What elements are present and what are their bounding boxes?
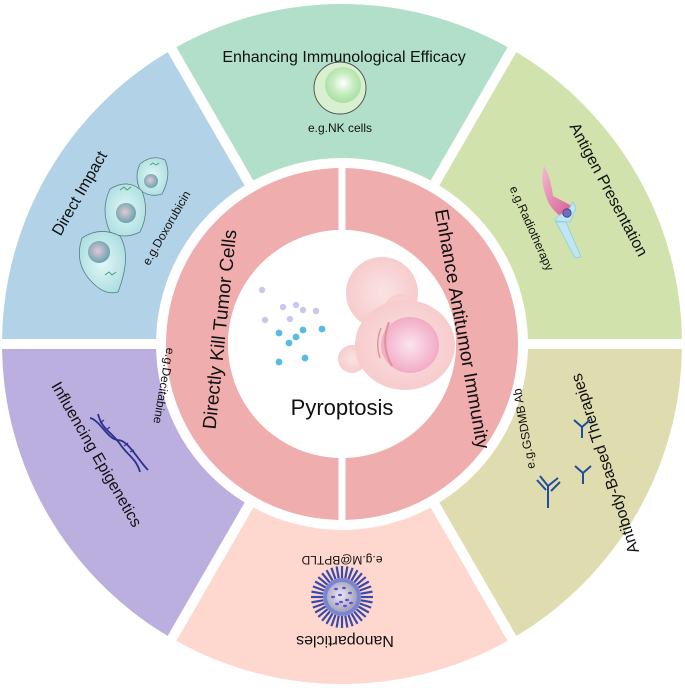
nanoparticle-spike bbox=[325, 569, 334, 582]
nanoparticle-spike bbox=[317, 576, 329, 586]
segment-bottom-example: e.g.M@BPTLD bbox=[301, 553, 382, 567]
tumor-cells-icon bbox=[78, 157, 169, 294]
inner-ring-right bbox=[345, 168, 519, 520]
antigen-presentation-icon bbox=[542, 166, 582, 259]
nanoparticle-spike bbox=[335, 566, 340, 579]
dna-icon bbox=[89, 413, 149, 473]
nanoparticle-spike bbox=[311, 599, 324, 604]
nanoparticle-cargo bbox=[335, 602, 339, 606]
nanoparticle-spike bbox=[330, 567, 337, 580]
nanoparticle-cargo bbox=[349, 601, 353, 605]
nanoparticle-spike bbox=[317, 608, 329, 618]
nanoparticle-cargo bbox=[345, 598, 349, 602]
nanoparticle-spike bbox=[350, 569, 359, 582]
outer-ring bbox=[2, 4, 682, 684]
nanoparticle-spike bbox=[355, 576, 367, 586]
nanoparticle-spike bbox=[314, 605, 327, 614]
nanoparticle-spike bbox=[311, 590, 324, 595]
nanoparticle-cargo bbox=[343, 604, 347, 608]
nanoparticle-spike bbox=[357, 605, 370, 614]
nanoparticle-spike bbox=[360, 590, 373, 595]
pyroptotic-cell-icon bbox=[258, 257, 455, 390]
nanoparticle-spike bbox=[312, 585, 325, 592]
nanoparticle-spike bbox=[321, 610, 331, 622]
nanoparticle-spike bbox=[347, 567, 354, 580]
nk-cell-icon bbox=[313, 61, 367, 115]
segment-bottom-title: Nanoparticles bbox=[296, 632, 394, 649]
segment-top: Enhancing Immunological Efficacy e.g.NK … bbox=[222, 49, 465, 135]
nanoparticle-spike bbox=[344, 566, 349, 579]
segment-bottom: e.g.M@BPTLD Nanoparticles bbox=[296, 553, 394, 649]
outer-segment-lower-right bbox=[439, 348, 682, 636]
nanoparticle-spike bbox=[359, 585, 372, 592]
outer-segment-lower-left bbox=[2, 348, 245, 636]
nanoparticle-cargo bbox=[331, 595, 335, 599]
nanoparticle-cargo bbox=[342, 586, 346, 590]
nanoparticle-cargo bbox=[348, 591, 352, 595]
nanoparticle-spike bbox=[359, 602, 372, 609]
nanoparticle-spike bbox=[353, 572, 363, 584]
released-particles bbox=[258, 286, 326, 366]
nanoparticle-spike bbox=[312, 602, 325, 609]
swollen-cell bbox=[321, 257, 455, 390]
nanoparticle-cargo bbox=[339, 600, 343, 604]
segment-top-example: e.g.NK cells bbox=[308, 121, 372, 135]
nanoparticle-spike bbox=[321, 572, 331, 584]
nanoparticle-spike bbox=[360, 599, 373, 604]
antibody-icon bbox=[536, 419, 592, 508]
outer-segment-upper-right bbox=[439, 52, 682, 340]
nanoparticle-spike bbox=[325, 612, 334, 625]
nanoparticle-spike bbox=[357, 580, 370, 589]
segment-top-title: Enhancing Immunological Efficacy bbox=[222, 49, 465, 66]
inner-ring bbox=[165, 168, 519, 520]
nanoparticle-spike bbox=[353, 610, 363, 622]
nanoparticle-spike bbox=[355, 608, 367, 618]
nanoparticle-icon bbox=[311, 566, 373, 628]
nanoparticle-spike bbox=[350, 612, 359, 625]
center-title: Pyroptosis bbox=[291, 395, 394, 420]
nanoparticle-spike bbox=[335, 615, 340, 628]
nanoparticle-cargo bbox=[338, 593, 342, 597]
inner-ring-left bbox=[165, 168, 339, 520]
nanoparticle-spike bbox=[314, 580, 327, 589]
nanoparticle-spike bbox=[344, 615, 349, 628]
nanoparticle-cargo bbox=[334, 587, 338, 591]
nanoparticle-spike bbox=[330, 614, 337, 627]
nanoparticle-spike bbox=[347, 614, 354, 627]
